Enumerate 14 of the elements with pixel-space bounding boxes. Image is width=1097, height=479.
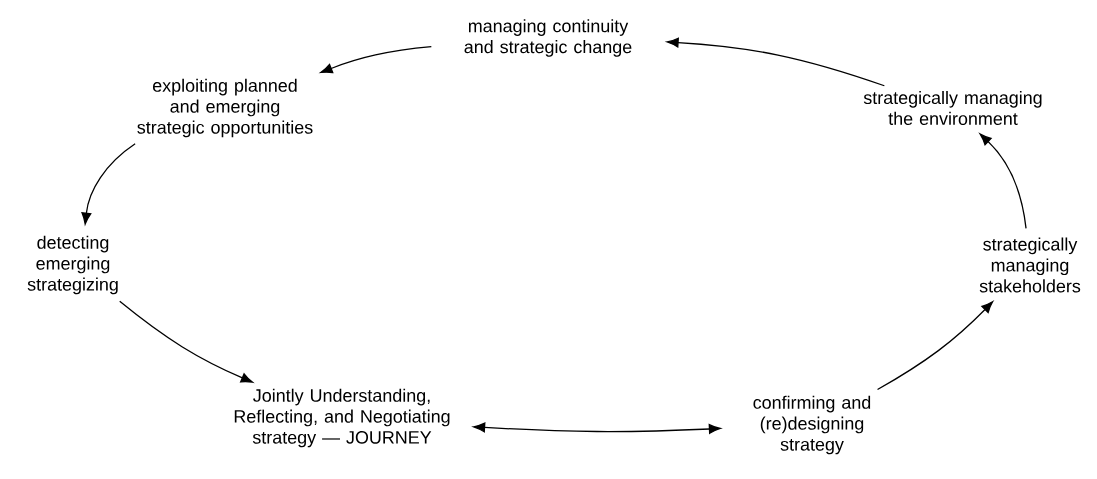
node-label: strategically managing the environment: [863, 90, 1042, 126]
node-label: Jointly Understanding, Reflecting, and Negotiating strategy — JOURNEY: [234, 388, 450, 448]
arrow: [473, 422, 721, 434]
arrow: [979, 133, 1027, 229]
node-label: strategically managing stakeholders: [979, 237, 1081, 293]
node-label: exploiting planned and emerging strategic opportunities: [137, 78, 313, 138]
node-label: managing continuity and strategic change: [464, 19, 632, 57]
arrow: [81, 143, 136, 225]
arrow: [666, 37, 885, 87]
arrow: [876, 301, 994, 391]
node-label: confirming and (re)designing strategy: [753, 395, 871, 455]
arrow: [119, 300, 253, 383]
node-label: detecting emerging strategizing: [27, 235, 118, 295]
arrow: [320, 46, 432, 74]
